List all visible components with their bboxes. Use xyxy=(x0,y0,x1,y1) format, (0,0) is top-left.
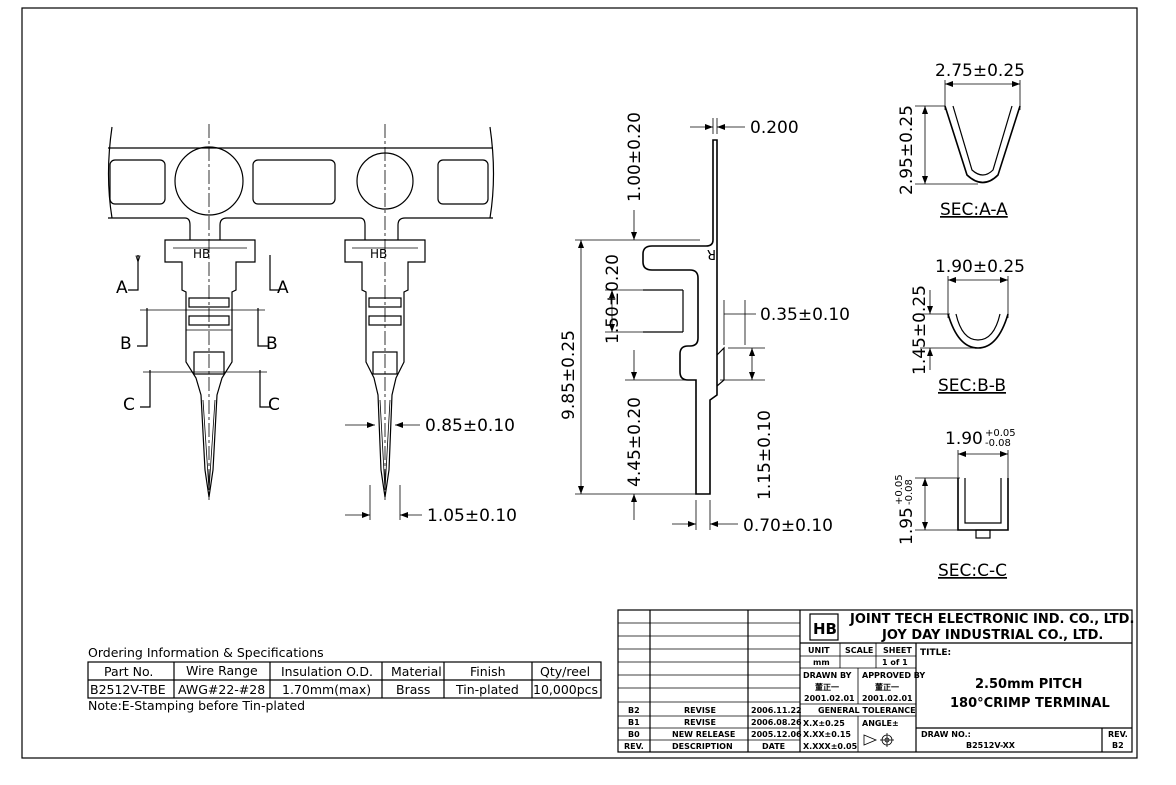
svg-text:UNIT: UNIT xyxy=(808,646,830,655)
svg-text:1.95: 1.95 xyxy=(897,507,917,545)
sec-cc-label: SEC:C-C xyxy=(938,561,1007,581)
svg-text:GENERAL TOLERANCE: GENERAL TOLERANCE xyxy=(818,706,916,715)
svg-text:Tin-plated: Tin-plated xyxy=(455,682,519,697)
dim-085: 0.85±0.10 xyxy=(425,416,515,436)
title-block: B2 REVISE 2006.11.22 B1 REVISE 2006.08.2… xyxy=(617,609,1134,753)
drawing-border xyxy=(21,7,1138,759)
svg-text:R: R xyxy=(707,246,716,261)
svg-text:1.90±0.25: 1.90±0.25 xyxy=(935,257,1025,277)
dim-100: 1.00±0.20 xyxy=(625,112,645,202)
svg-text:+0.05: +0.05 xyxy=(894,474,905,505)
svg-text:HB: HB xyxy=(370,247,387,261)
dim-985: 9.85±0.25 xyxy=(559,330,579,420)
carrier-strip-view: HB HB A A B B C C 0.85±0.10 xyxy=(107,124,517,526)
svg-text:X.XX±0.15: X.XX±0.15 xyxy=(803,730,851,739)
svg-text:REV.: REV. xyxy=(624,742,644,751)
svg-text:B2: B2 xyxy=(628,706,640,715)
marker-b-left: B xyxy=(120,334,132,354)
title-line-1: 2.50mm PITCH xyxy=(975,677,1082,692)
marker-b-right: B xyxy=(266,334,278,354)
svg-text:X.XXX±0.05: X.XXX±0.05 xyxy=(803,742,858,751)
svg-text:10,000pcs: 10,000pcs xyxy=(533,682,598,697)
svg-text:Finish: Finish xyxy=(470,664,506,679)
svg-text:DRAWN BY: DRAWN BY xyxy=(803,671,852,680)
svg-text:2005.12.06: 2005.12.06 xyxy=(751,730,802,739)
svg-text:HB: HB xyxy=(193,247,210,261)
dim-070: 0.70±0.10 xyxy=(743,516,833,536)
svg-text:1.45±0.25: 1.45±0.25 xyxy=(910,285,930,375)
title-line-2: 180°CRIMP TERMINAL xyxy=(950,696,1110,711)
side-view: R 0.200 1.00±0.20 1.50±0.20 9.85±0.25 4.… xyxy=(559,112,850,536)
svg-text:Part No.: Part No. xyxy=(104,664,153,679)
svg-text:SCALE: SCALE xyxy=(845,646,873,655)
svg-text:Wire Range: Wire Range xyxy=(186,663,258,678)
svg-text:B1: B1 xyxy=(628,718,640,727)
dim-035: 0.35±0.10 xyxy=(760,305,850,325)
svg-text:2001.02.01: 2001.02.01 xyxy=(862,694,913,703)
company-name-2: JOY DAY INDUSTRIAL CO., LTD. xyxy=(881,628,1103,643)
svg-text:-0.08: -0.08 xyxy=(904,479,915,505)
svg-text:TITLE:: TITLE: xyxy=(920,648,951,658)
ordering-table: Ordering Information & Specifications Pa… xyxy=(87,645,602,713)
svg-text:REVISE: REVISE xyxy=(684,718,716,727)
svg-text:董正一: 董正一 xyxy=(875,682,899,692)
dim-0200: 0.200 xyxy=(750,118,799,138)
svg-text:-0.08: -0.08 xyxy=(985,438,1011,449)
svg-text:DESCRIPTION: DESCRIPTION xyxy=(672,742,733,751)
svg-text:B2512V-TBE: B2512V-TBE xyxy=(90,682,166,697)
svg-text:2001.02.01: 2001.02.01 xyxy=(804,694,855,703)
svg-text:DATE: DATE xyxy=(762,742,785,751)
rev-value: B2 xyxy=(1112,741,1124,750)
company-name-1: JOINT TECH ELECTRONIC IND. CO., LTD. xyxy=(849,612,1134,627)
svg-text:ANGLE±: ANGLE± xyxy=(862,719,899,728)
marker-c-right: C xyxy=(268,395,280,415)
svg-text:Qty/reel: Qty/reel xyxy=(540,664,590,679)
svg-text:董正一: 董正一 xyxy=(815,682,839,692)
section-aa: 2.75±0.25 2.95±0.25 SEC:A-A xyxy=(897,61,1025,220)
svg-text:SHEET: SHEET xyxy=(883,646,912,655)
svg-text:2006.08.26: 2006.08.26 xyxy=(751,718,802,727)
dim-445: 4.45±0.20 xyxy=(625,397,645,487)
svg-text:Brass: Brass xyxy=(396,682,430,697)
svg-text:2.75±0.25: 2.75±0.25 xyxy=(935,61,1025,81)
marker-a-right: A xyxy=(277,278,289,298)
svg-text:AWG#22-#28: AWG#22-#28 xyxy=(178,682,265,697)
svg-text:DRAW NO.:: DRAW NO.: xyxy=(921,730,971,739)
svg-text:mm: mm xyxy=(813,658,830,667)
svg-text:1.90: 1.90 xyxy=(945,429,983,449)
section-cc: 1.90 +0.05 -0.08 1.95 +0.05 -0.08 SEC:C-… xyxy=(894,428,1016,581)
svg-text:HB: HB xyxy=(813,620,837,638)
svg-text:Material: Material xyxy=(391,664,442,679)
section-bb: 1.90±0.25 1.45±0.25 SEC:B-B xyxy=(910,257,1025,396)
svg-text:2.95±0.25: 2.95±0.25 xyxy=(897,105,917,195)
dim-150: 1.50±0.20 xyxy=(603,254,623,344)
svg-text:REV.: REV. xyxy=(1108,730,1128,739)
draw-number: B2512V-XX xyxy=(966,741,1016,750)
svg-text:B0: B0 xyxy=(628,730,640,739)
ordering-title: Ordering Information & Specifications xyxy=(88,645,324,660)
sec-aa-label: SEC:A-A xyxy=(940,200,1008,220)
dim-105: 1.05±0.10 xyxy=(427,506,517,526)
svg-text:NEW RELEASE: NEW RELEASE xyxy=(672,730,735,739)
svg-text:APPROVED BY: APPROVED BY xyxy=(862,671,925,680)
svg-text:Insulation O.D.: Insulation O.D. xyxy=(281,664,373,679)
svg-text:1.70mm(max): 1.70mm(max) xyxy=(282,682,371,697)
svg-text:1 of 1: 1 of 1 xyxy=(882,658,908,667)
svg-text:2006.11.22: 2006.11.22 xyxy=(751,706,802,715)
dim-115: 1.15±0.10 xyxy=(755,410,775,500)
marker-a-left: A xyxy=(116,278,128,298)
svg-text:X.X±0.25: X.X±0.25 xyxy=(803,719,845,728)
sec-bb-label: SEC:B-B xyxy=(938,376,1006,396)
svg-text:+0.05: +0.05 xyxy=(985,428,1016,439)
svg-text:REVISE: REVISE xyxy=(684,706,716,715)
marker-c-left: C xyxy=(123,395,135,415)
ordering-note: Note:E-Stamping before Tin-plated xyxy=(88,698,305,713)
